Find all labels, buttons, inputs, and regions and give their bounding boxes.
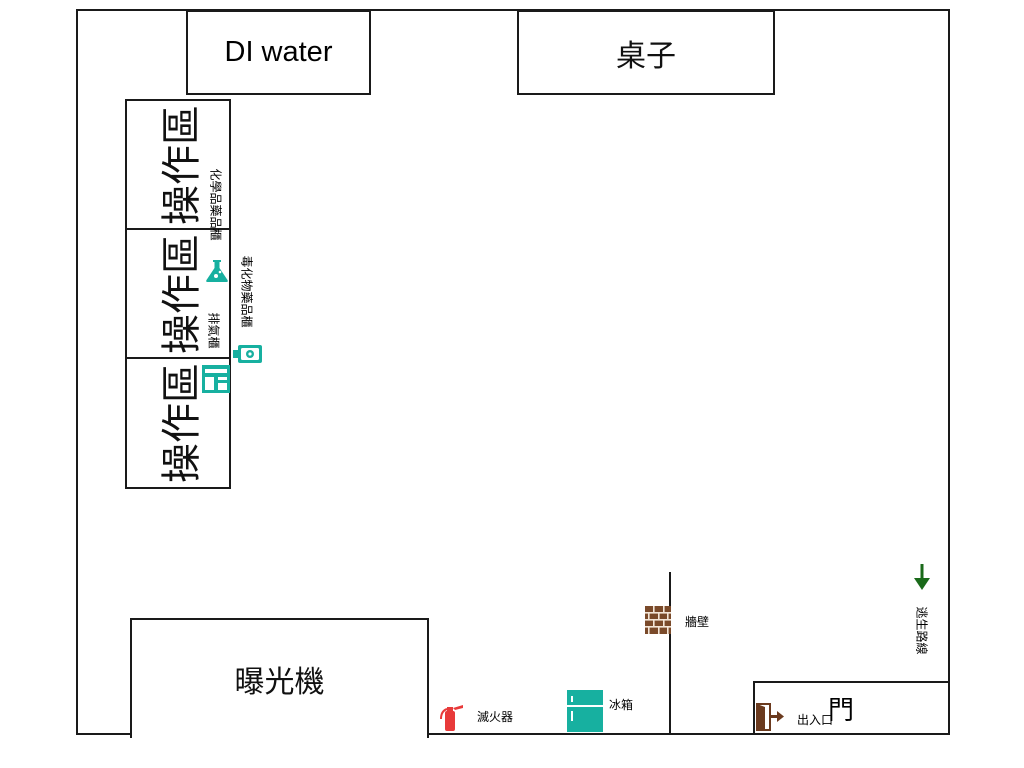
door-area (753, 681, 950, 735)
table-area: 桌子 (517, 10, 775, 95)
fridge-label: 冰箱 (609, 698, 634, 712)
exposure-machine: 曝光機 (130, 618, 429, 738)
exposure-machine-label: 曝光機 (234, 665, 325, 700)
exit-label: 出入口 (797, 713, 834, 727)
flask-icon (206, 260, 228, 282)
fire-extinguisher-label: 滅火器 (477, 710, 514, 724)
work-zone-label: 操作區 (159, 363, 205, 483)
di-water-station: DI water (186, 10, 371, 95)
arrow-down-icon (914, 564, 930, 590)
exit-door-icon (756, 703, 784, 731)
toxic-cabinet-label: 毒化物藥品櫃 (239, 254, 254, 328)
table-label: 桌子 (616, 38, 676, 74)
wall-label: 牆壁 (685, 615, 710, 629)
work-zone-2: 操作區 (125, 228, 231, 359)
door-label: 門 (828, 696, 855, 726)
partition-wall (669, 572, 671, 735)
toxic-cabinet-label-wrap: 毒化物藥品櫃 (207, 255, 287, 327)
chemical-cabinet-label: 化學品藥品櫃 (208, 167, 223, 241)
room-outline (76, 9, 950, 735)
escape-route-label: 逃生路線 (914, 605, 929, 655)
toxic-cabinet-icon (233, 345, 262, 363)
fume-hood-icon (202, 365, 230, 393)
fire-extinguisher-icon (440, 705, 463, 731)
fume-hood-label: 排氣櫃 (206, 311, 221, 349)
escape-route-label-wrap: 逃生路線 (887, 606, 957, 654)
di-water-label: DI water (224, 36, 333, 68)
fridge-icon (567, 690, 603, 732)
fume-hood-label-wrap: 排氣櫃 (186, 312, 242, 348)
brick-wall-icon (645, 606, 671, 634)
chemical-cabinet-label-wrap: 化學品藥品櫃 (176, 168, 256, 240)
